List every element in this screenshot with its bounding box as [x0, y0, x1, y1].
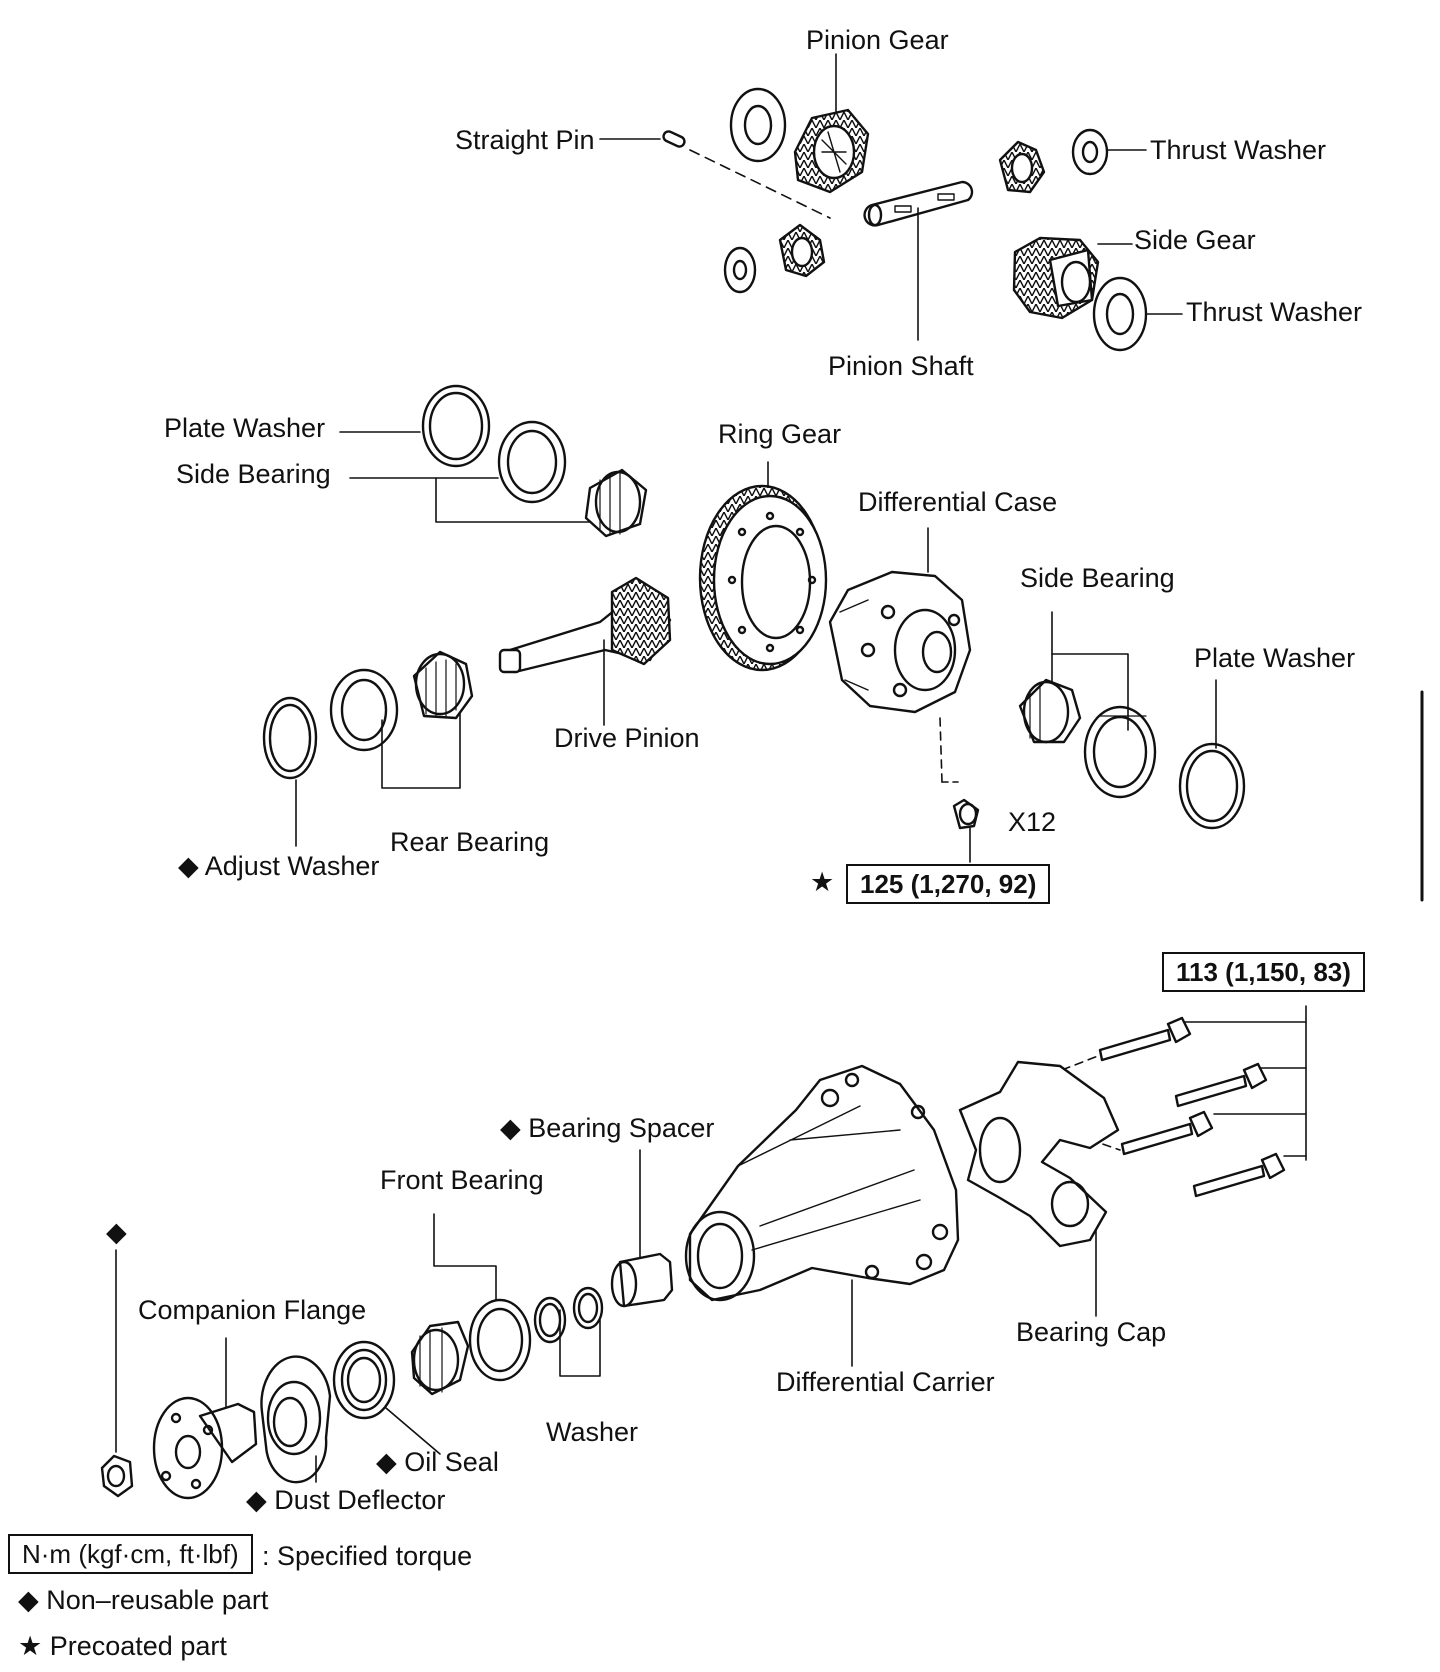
legend-precoated: ★ Precoated part — [18, 1631, 227, 1661]
non-reusable-icon: ◆ — [178, 851, 199, 881]
side-bearing-right-cone — [1018, 678, 1082, 744]
precoated-icon: ★ — [810, 867, 835, 897]
thrust-washer-lower-right — [1092, 276, 1183, 352]
plate-washer-right — [1178, 742, 1246, 830]
non-reusable-icon: ◆ — [18, 1585, 39, 1615]
label-rear-bearing: Rear Bearing — [390, 827, 550, 857]
straight-pin — [599, 130, 831, 219]
non-reusable-icon: ◆ — [500, 1113, 521, 1143]
label-side-bearing-left: Side Bearing — [176, 459, 331, 489]
rear-bearing-cone — [412, 650, 474, 720]
label-thrust-washer-upper: Thrust Washer — [1150, 135, 1327, 165]
label-dust-deflector: ◆ Dust Deflector — [246, 1485, 446, 1515]
label-washer: Washer — [546, 1417, 639, 1447]
torque-ring-gear-bolt: 125 (1,270, 92) — [846, 864, 1051, 904]
bearing-cap-bolts — [1098, 1016, 1286, 1198]
label-front-bearing: Front Bearing — [380, 1165, 544, 1195]
pinion-gear-upper — [793, 108, 870, 194]
thrust-washer-upper-right — [1071, 128, 1147, 176]
label-side-gear: Side Gear — [1134, 225, 1256, 255]
label-plate-washer-right: Plate Washer — [1194, 643, 1356, 673]
label-differential-case: Differential Case — [858, 487, 1058, 517]
side-gear — [1012, 236, 1133, 320]
dust-deflector — [260, 1355, 332, 1484]
non-reusable-icon: ◆ — [106, 1217, 127, 1247]
oil-seal — [332, 1340, 441, 1455]
plate-washer-left — [421, 384, 491, 468]
label-adjust-washer: ◆ Adjust Washer — [178, 851, 380, 881]
label-differential-carrier: Differential Carrier — [776, 1367, 995, 1397]
label-straight-pin: Straight Pin — [455, 125, 595, 155]
side-bearing-left-race — [497, 420, 567, 504]
ring-gear-bolt — [952, 798, 980, 863]
side-bearing-right-race — [1083, 705, 1157, 799]
washer-1 — [533, 1296, 567, 1344]
differential-carrier — [684, 1064, 960, 1367]
precoated-icon: ★ — [18, 1631, 43, 1661]
legend-torque-desc: : Specified torque — [262, 1541, 473, 1571]
ring-gear — [698, 484, 828, 672]
front-bearing-race — [468, 1298, 532, 1382]
label-drive-pinion: Drive Pinion — [554, 723, 700, 753]
adjust-washer — [262, 696, 318, 780]
non-reusable-icon: ◆ — [376, 1447, 397, 1477]
label-bearing-cap: Bearing Cap — [1016, 1317, 1167, 1347]
label-pinion-gear: Pinion Gear — [806, 25, 949, 55]
bearing-spacer — [610, 1252, 674, 1308]
front-bearing-cone — [410, 1320, 470, 1396]
thrust-washer-small — [723, 246, 757, 294]
side-bearing-left-cone — [584, 468, 648, 538]
pinion-gear-lower — [778, 223, 826, 278]
label-side-bearing-right: Side Bearing — [1020, 563, 1175, 593]
legend-non-reusable: ◆ Non–reusable part — [18, 1585, 269, 1615]
label-ring-gear: Ring Gear — [718, 419, 842, 449]
label-companion-flange: Companion Flange — [138, 1295, 367, 1325]
side-gear-small — [998, 140, 1046, 194]
thrust-washer-upper-left — [729, 87, 787, 163]
label-plate-washer-left: Plate Washer — [164, 413, 326, 443]
label-thrust-washer-lower: Thrust Washer — [1186, 297, 1363, 327]
rear-bearing-race — [329, 668, 399, 752]
differential-case — [828, 570, 972, 783]
drive-pinion — [498, 576, 672, 726]
pinion-shaft — [863, 180, 974, 341]
label-oil-seal: ◆ Oil Seal — [376, 1447, 499, 1477]
torque-bearing-cap-bolt: 113 (1,150, 83) — [1162, 952, 1365, 992]
label-bolt-count: X12 — [1008, 807, 1057, 837]
legend-torque-unit-box: N·m (kgf·cm, ft·lbf) — [8, 1534, 253, 1574]
non-reusable-icon: ◆ — [246, 1485, 267, 1515]
companion-flange-nut — [100, 1454, 134, 1498]
label-bearing-spacer: ◆ Bearing Spacer — [500, 1113, 715, 1143]
label-pinion-shaft: Pinion Shaft — [828, 351, 974, 381]
bearing-cap — [958, 1060, 1120, 1317]
companion-flange — [152, 1396, 258, 1500]
washer-2 — [572, 1286, 604, 1330]
